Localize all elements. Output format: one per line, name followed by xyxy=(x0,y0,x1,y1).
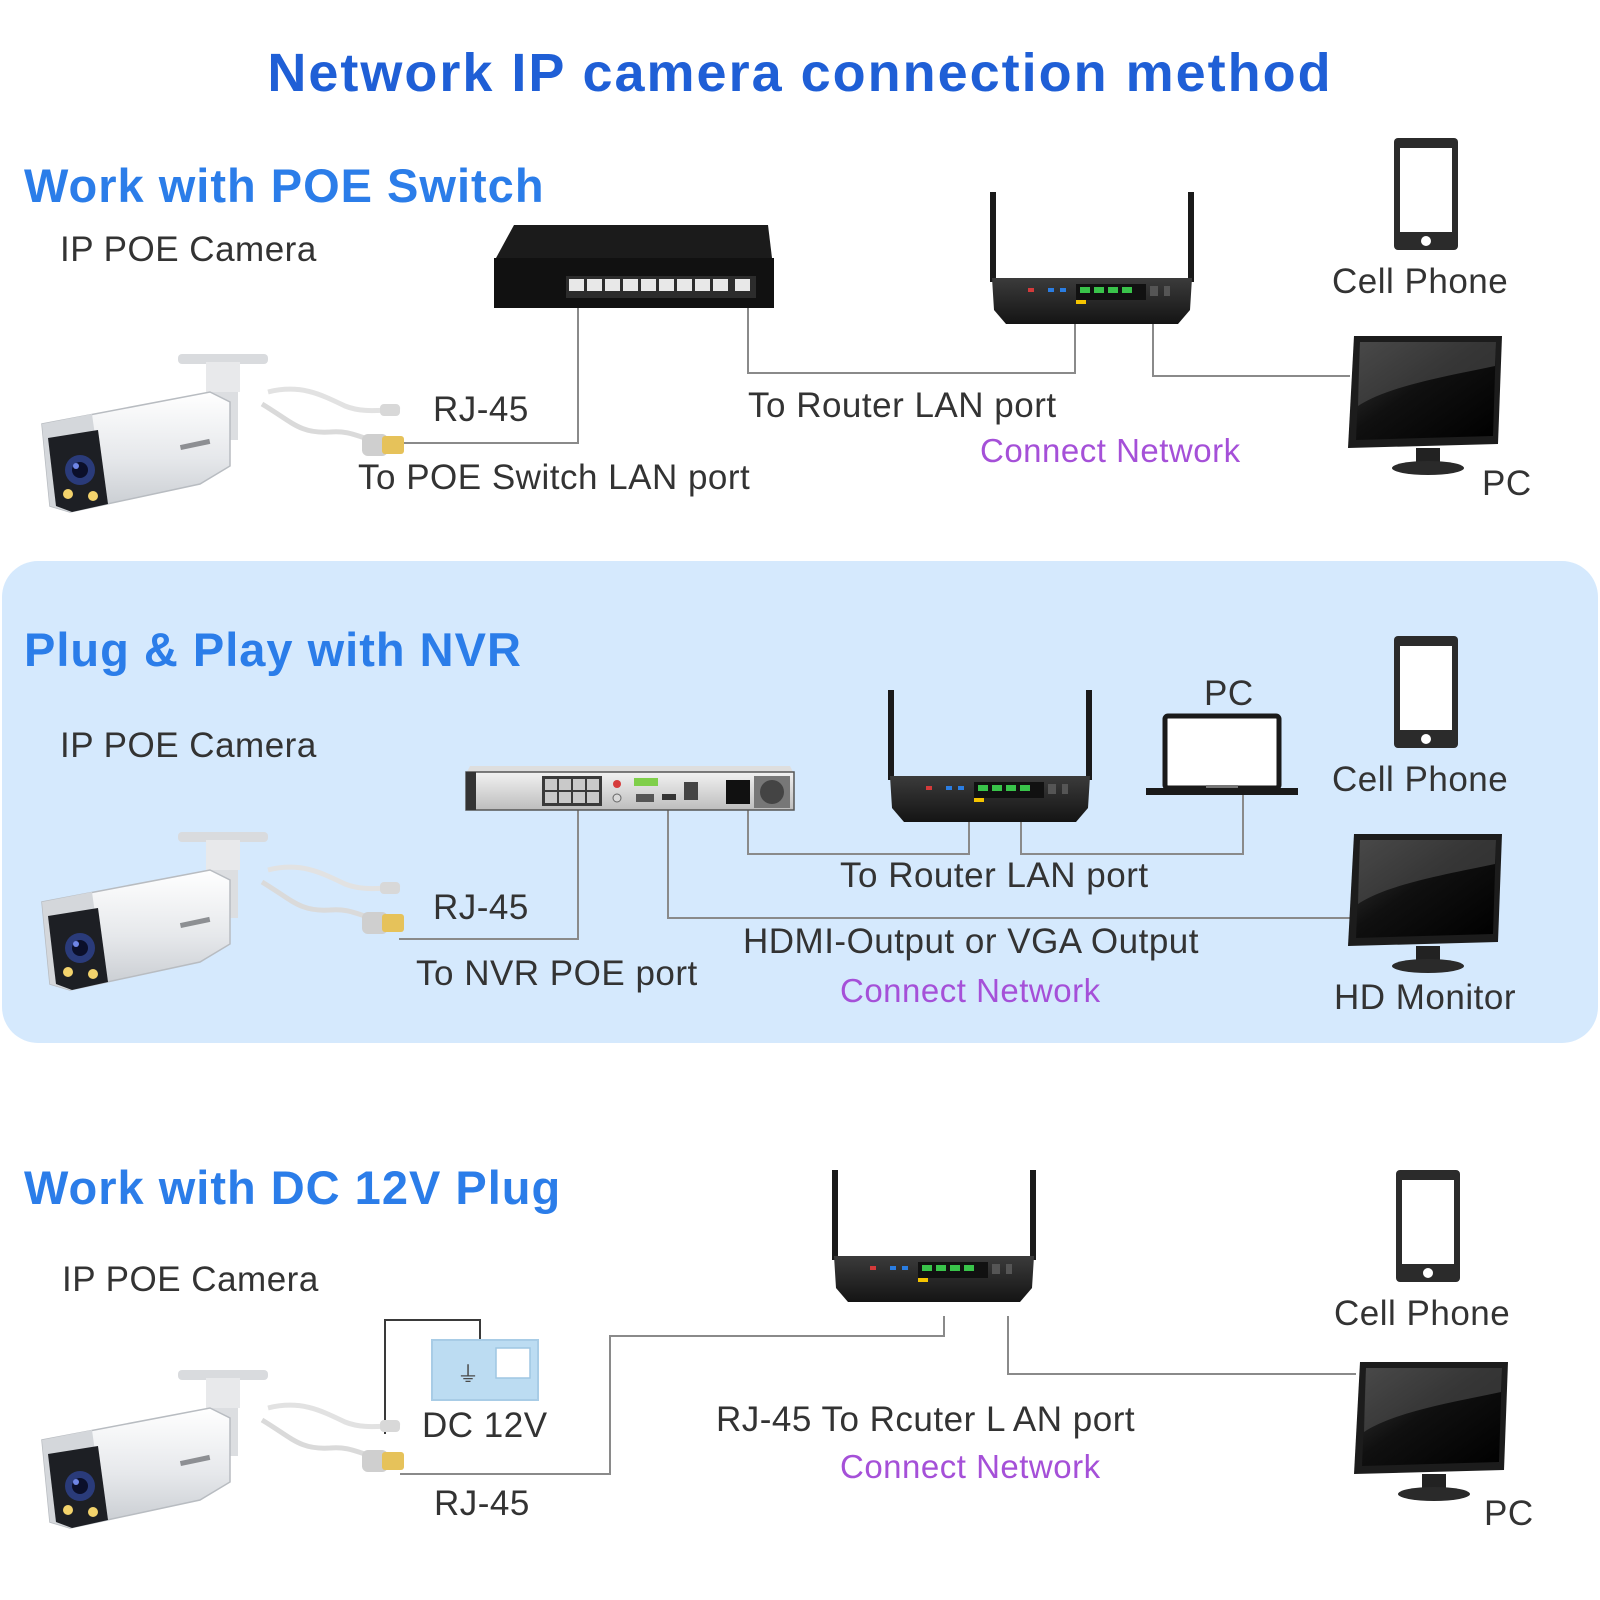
section1-monitor-icon xyxy=(1348,336,1502,475)
section3-dc-label: DC 12V xyxy=(422,1406,548,1445)
section3-title: Work with DC 12V Plug xyxy=(24,1161,562,1214)
section1-camera-label: IP POE Camera xyxy=(60,230,317,269)
section3-power-adapter-icon: ⏚ xyxy=(431,1339,539,1401)
section3-router-port-label: RJ-45 To Rcuter L AN port xyxy=(716,1400,1136,1439)
section1-router-icon xyxy=(990,192,1194,324)
section2-connectors xyxy=(399,792,1350,940)
section3-camera-label: IP POE Camera xyxy=(62,1260,319,1299)
page-title: Network IP camera connection method xyxy=(267,43,1333,103)
section3-connectors-gray xyxy=(400,1316,1356,1475)
section3-cell-phone-icon xyxy=(1396,1170,1460,1282)
section3-router-icon xyxy=(832,1170,1036,1302)
svg-text:⏚: ⏚ xyxy=(457,1363,479,1388)
section2-monitor-label: HD Monitor xyxy=(1334,978,1516,1017)
section3-connectors xyxy=(384,1319,481,1434)
section1-poe-switch-icon xyxy=(494,225,774,308)
section2-pc-label: PC xyxy=(1204,674,1254,713)
section1-switch-port-label: To POE Switch LAN port xyxy=(358,458,751,497)
section1-connectors xyxy=(399,306,1350,444)
section3-phone-label: Cell Phone xyxy=(1334,1294,1511,1333)
section2-camera-icon xyxy=(42,832,404,990)
section2-cell-phone-icon xyxy=(1394,636,1458,748)
section2-nvr-port-label: To NVR POE port xyxy=(416,954,698,993)
section2-router-icon xyxy=(888,690,1092,822)
section1-pc-label: PC xyxy=(1482,464,1532,503)
nvr-section-background xyxy=(2,561,1598,1043)
section2-nvr-icon xyxy=(465,766,795,811)
section1-router-port-label: To Router LAN port xyxy=(748,386,1057,425)
section3-camera-icon xyxy=(42,1370,404,1528)
section2-monitor-icon xyxy=(1348,834,1502,973)
section2-title: Plug & Play with NVR xyxy=(24,623,522,676)
section1-rj45-label: RJ-45 xyxy=(433,390,529,429)
section3-pc-label: PC xyxy=(1484,1494,1534,1533)
section1-camera-icon xyxy=(42,354,404,512)
section3-network-label: Connect Network xyxy=(840,1448,1101,1485)
section1-title: Work with POE Switch xyxy=(24,159,545,212)
section1-cell-phone-icon xyxy=(1394,138,1458,250)
section3-monitor-icon xyxy=(1354,1362,1508,1501)
section1-network-label: Connect Network xyxy=(980,432,1241,469)
section3-rj45-label: RJ-45 xyxy=(434,1484,530,1523)
section2-rj45-label: RJ-45 xyxy=(433,888,529,927)
section2-laptop-icon xyxy=(1146,713,1298,795)
section2-network-label: Connect Network xyxy=(840,972,1101,1009)
section2-output-label: HDMI-Output or VGA Output xyxy=(743,922,1199,961)
section2-camera-label: IP POE Camera xyxy=(60,726,317,765)
section2-phone-label: Cell Phone xyxy=(1332,760,1509,799)
section1-phone-label: Cell Phone xyxy=(1332,262,1509,301)
section2-router-port-label: To Router LAN port xyxy=(840,856,1149,895)
